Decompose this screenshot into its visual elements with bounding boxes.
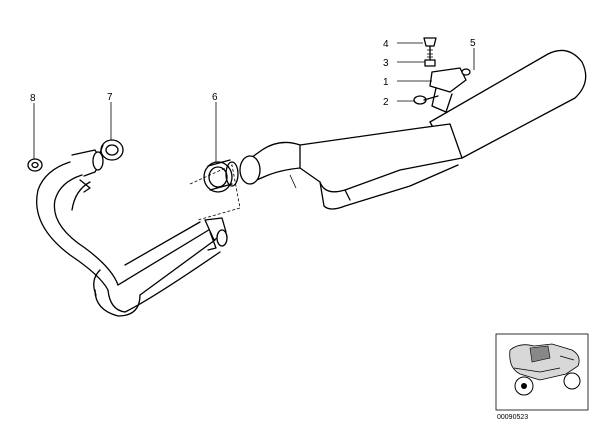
callout-labels: 4 3 1 2 5 6 7 8	[30, 38, 476, 108]
callout-2: 2	[383, 97, 389, 108]
callout-4: 4	[383, 39, 389, 50]
callout-1: 1	[383, 77, 389, 88]
callout-8: 8	[30, 93, 36, 104]
leader-lines	[33, 42, 475, 162]
callout-7: 7	[107, 92, 113, 103]
motorcycle-thumbnail: 00090523	[495, 333, 589, 421]
gasket-ring	[97, 139, 124, 161]
motorcycle-icon	[509, 343, 581, 396]
small-gasket	[27, 158, 43, 172]
reference-number: 00090523	[497, 414, 528, 421]
callout-5: 5	[470, 38, 476, 49]
exhaust-clamp	[189, 159, 241, 221]
mount-bracket	[413, 37, 471, 113]
header-pipes	[36, 149, 228, 317]
callout-3: 3	[383, 58, 389, 69]
muffler	[239, 49, 587, 210]
callout-6: 6	[212, 92, 218, 103]
